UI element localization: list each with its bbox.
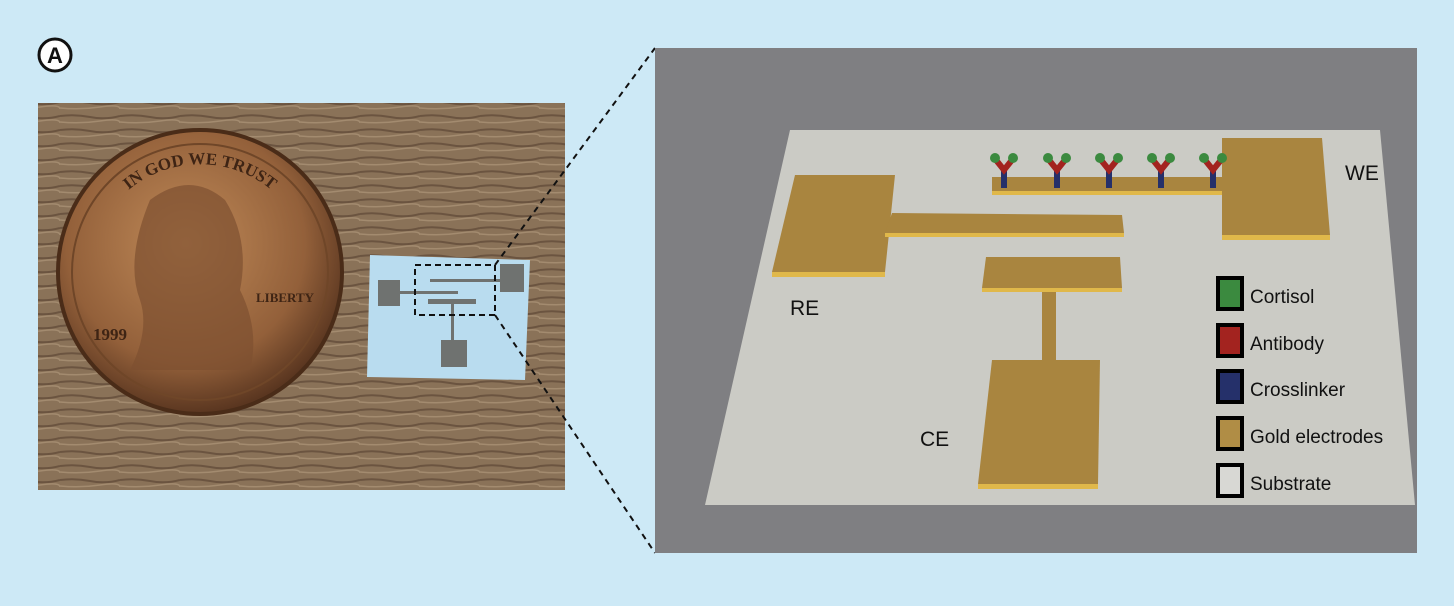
svg-text:Cortisol: Cortisol xyxy=(1250,287,1314,308)
zoom-line-bottom xyxy=(494,314,656,554)
sensor-chip-photo xyxy=(367,255,530,380)
zoom-box xyxy=(414,264,496,316)
antibody-molecule xyxy=(1147,153,1175,188)
antibody-molecule xyxy=(990,153,1018,188)
svg-text:Crosslinker: Crosslinker xyxy=(1250,380,1346,401)
legend-item-substrate: Substrate xyxy=(1216,463,1331,498)
svg-text:A: A xyxy=(47,43,63,68)
reference-electrode xyxy=(772,175,1124,277)
label-we: WE xyxy=(1345,162,1379,185)
antibody-array xyxy=(990,153,1227,188)
legend-item-antibody: Antibody xyxy=(1216,323,1324,358)
panel-label: A xyxy=(37,37,73,73)
counter-electrode xyxy=(978,257,1122,489)
svg-text:Antibody: Antibody xyxy=(1250,334,1324,355)
schematic-panel: RE CE WE Cortisol Antibody Crosslinker G… xyxy=(655,48,1417,553)
legend-item-crosslinker: Crosslinker xyxy=(1216,369,1346,404)
label-ce: CE xyxy=(920,428,949,451)
zoom-line-top xyxy=(494,47,656,266)
legend-item-gold-electrodes: Gold electrodes xyxy=(1216,416,1383,451)
coin-year: 1999 xyxy=(93,325,127,344)
legend: Cortisol Antibody Crosslinker Gold elect… xyxy=(1216,276,1383,498)
svg-text:Substrate: Substrate xyxy=(1250,474,1331,495)
svg-text:Gold electrodes: Gold electrodes xyxy=(1250,427,1383,448)
antibody-molecule xyxy=(1199,153,1227,188)
antibody-molecule xyxy=(1043,153,1071,188)
device-photo: IN GOD WE TRUST LIBERTY 1999 xyxy=(38,103,565,490)
label-re: RE xyxy=(790,297,819,320)
coin-liberty: LIBERTY xyxy=(256,290,315,305)
antibody-molecule xyxy=(1095,153,1123,188)
legend-item-cortisol: Cortisol xyxy=(1216,276,1314,311)
